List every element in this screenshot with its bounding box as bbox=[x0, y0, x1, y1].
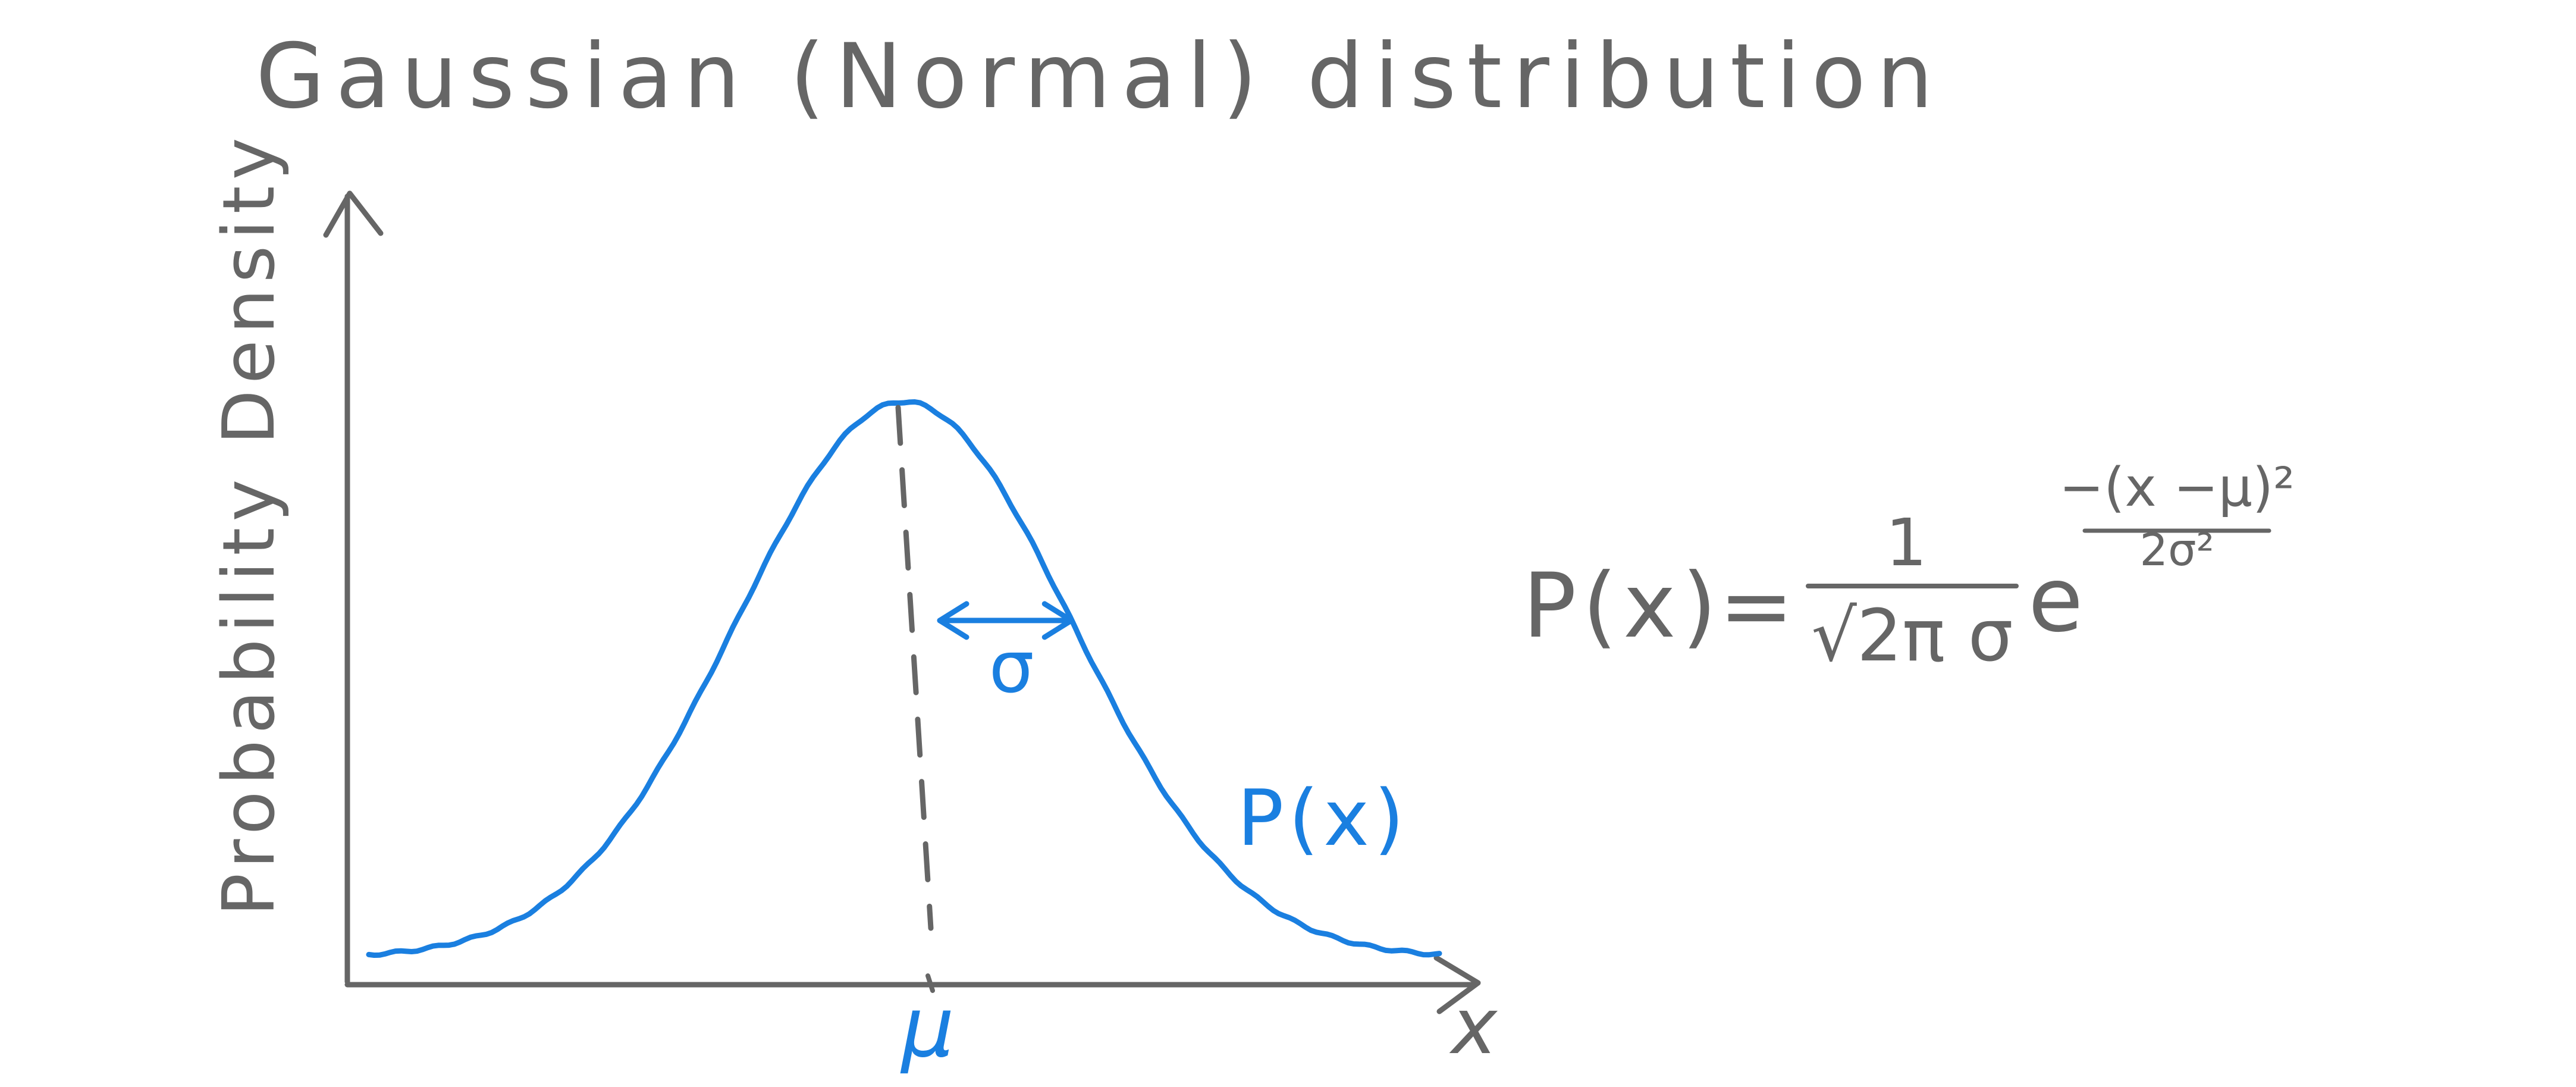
sigma-arrowhead-right bbox=[1041, 601, 1074, 640]
sigma-label: σ bbox=[989, 626, 1034, 709]
formula-exp-denominator: 2σ² bbox=[2139, 524, 2214, 576]
x-axis-arrowhead bbox=[1433, 955, 1481, 1014]
mean-dashed-line bbox=[895, 405, 934, 931]
formula-equals: = bbox=[1719, 555, 1794, 658]
y-axis bbox=[323, 190, 384, 985]
y-axis-label: Probability Density bbox=[208, 131, 291, 916]
sigma-arrow bbox=[937, 601, 1074, 640]
curve-label: P(x) bbox=[1237, 773, 1409, 863]
formula-numerator: 1 bbox=[1885, 505, 1927, 581]
sigma-arrowhead-left bbox=[937, 601, 969, 640]
formula-exp-numerator: −(x −μ)² bbox=[2059, 456, 2295, 519]
gaussian-formula: P(x) = 1 √2π σ e −(x −μ)² 2σ² bbox=[1523, 456, 2295, 678]
formula-base: e bbox=[2028, 549, 2083, 652]
formula-lhs: P(x) bbox=[1523, 555, 1722, 658]
mean-label: μ bbox=[900, 979, 954, 1076]
gaussian-curve bbox=[366, 399, 1442, 958]
y-axis-arrowhead bbox=[323, 190, 384, 238]
mean-tick bbox=[925, 973, 935, 993]
formula-denominator: √2π σ bbox=[1811, 595, 2013, 678]
x-axis-label: x bbox=[1449, 981, 1498, 1072]
diagram-title: Gaussian (Normal) distribution bbox=[256, 25, 1944, 129]
x-axis bbox=[344, 955, 1481, 1014]
